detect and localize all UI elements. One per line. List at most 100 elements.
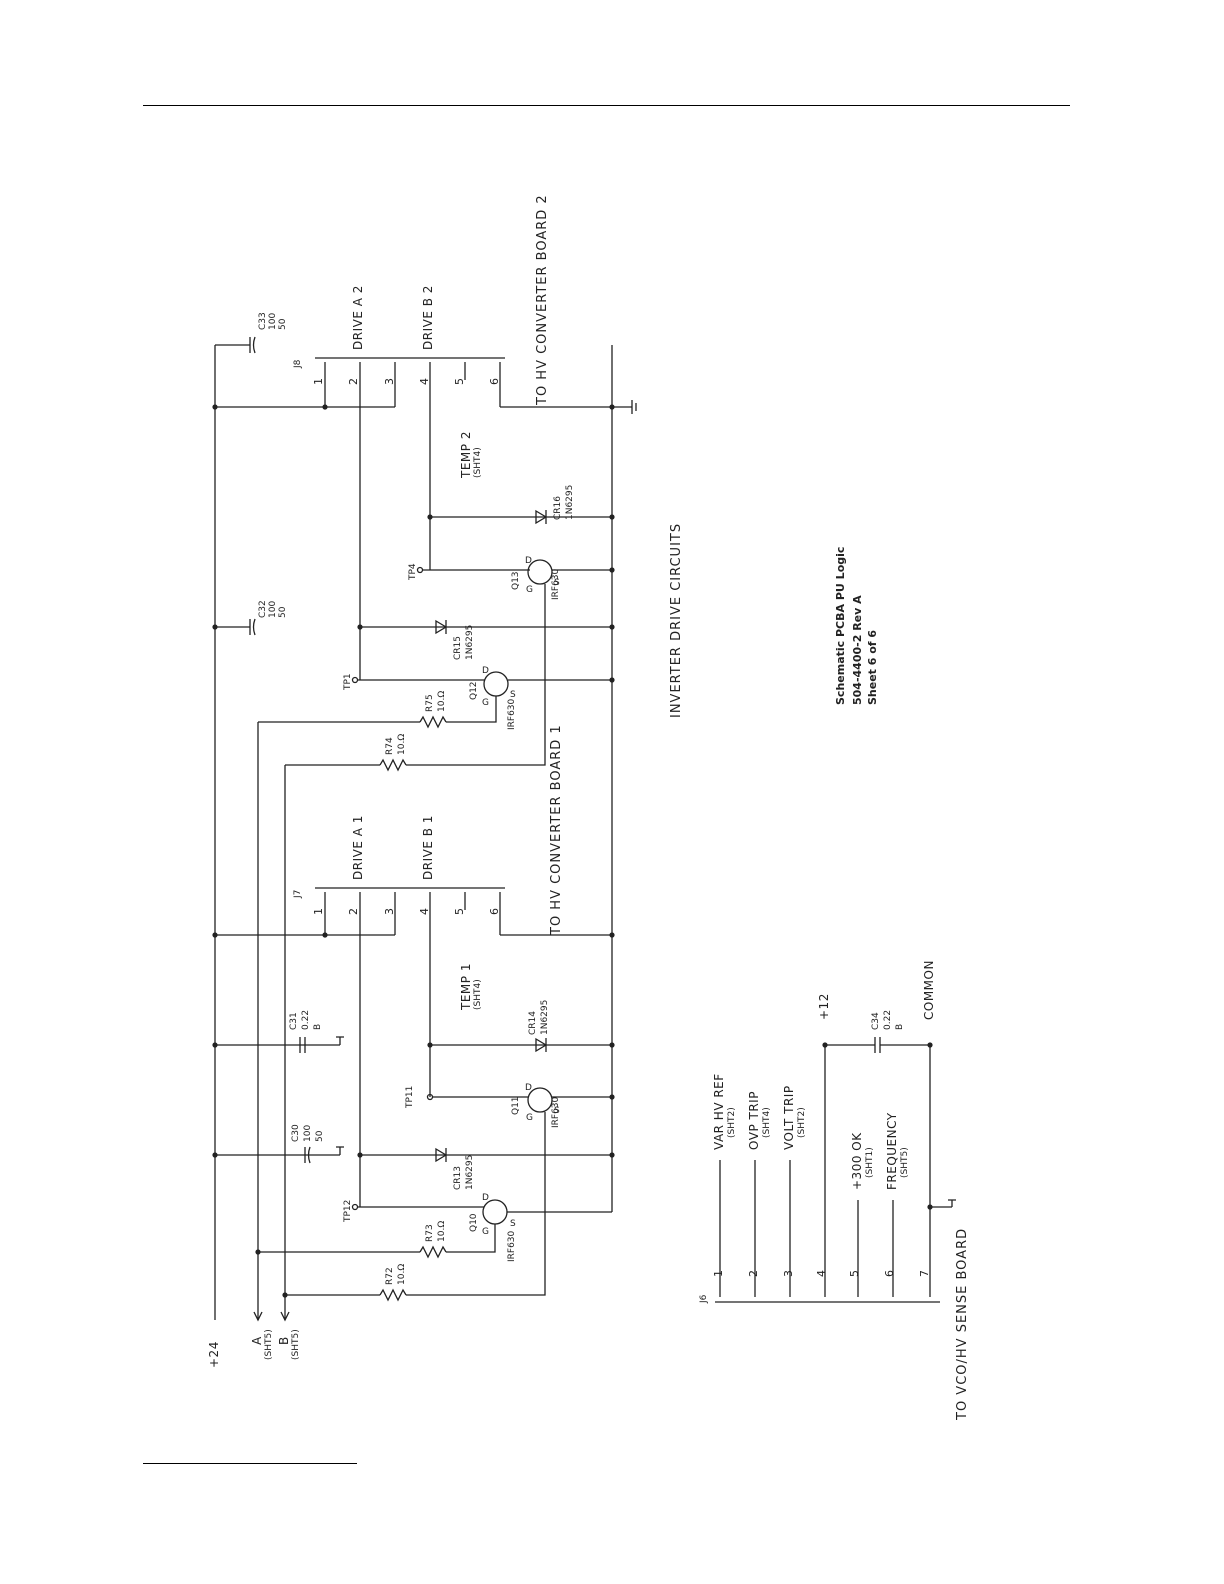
title-sheet: Sheet 6 of 6 [866,630,879,705]
cr14-part: 1N6295 [540,1000,550,1035]
q11-d: D [525,1083,532,1093]
c33-v2: 50 [278,318,288,330]
cr15-symbol [435,619,448,635]
q11-part: IRF630 [551,1096,561,1128]
cr15-part: 1N6295 [465,625,475,660]
q12-ref: Q12 [469,681,479,700]
footer-rule [143,1463,357,1464]
q13-s: S [554,578,560,588]
q12-part: IRF630 [507,698,517,730]
j8-drive-a-label: DRIVE A 2 [351,285,365,350]
j8-pin-2: 2 [347,378,360,385]
header-rule [143,105,1070,106]
q11-g: G [526,1113,533,1123]
ground-symbol-j6 [948,1199,956,1207]
q12-d: D [482,666,489,676]
cr13-symbol [435,1147,448,1163]
r72-symbol [379,1288,407,1302]
j6-signal-volt-trip-sheet: (SHT2) [797,1107,807,1138]
temp2-label: TEMP 2 [459,431,473,479]
j6-signal-volt-trip: VOLT TRIP [782,1085,796,1150]
j6-signal-common: COMMON [922,960,936,1020]
title-doc-number: 504-4400-2 Rev A [851,595,864,705]
q13-g: G [526,585,533,595]
r72-ref: R72 [385,1267,395,1285]
c32-ref: C32 [258,600,268,618]
j7-pin-5: 5 [453,908,466,915]
tp11-label: TP11 [405,1086,415,1109]
cr14-ref: CR14 [528,1011,538,1035]
j6-pin-6: 6 [883,1270,896,1277]
cr13-part: 1N6295 [465,1155,475,1190]
r74-net-right [406,584,546,766]
j6-pin-7: 7 [918,1270,931,1277]
j6-signal-var-hv-ref-sheet: (SHT2) [727,1107,737,1138]
j6-signal-frequency-sheet: (SHT5) [900,1147,910,1178]
j6-pin-3: 3 [782,1270,795,1277]
c33-symbol [249,336,256,354]
ground-symbol-c30 [336,1146,344,1155]
q10-part: IRF630 [507,1230,517,1262]
j6-signal-300ok-sheet: (SHT1) [865,1147,875,1178]
c31-ref: C31 [289,1012,299,1030]
tp4-marker [416,566,424,574]
q12-s: S [510,690,516,700]
ground-symbol-c31 [336,1036,344,1045]
j8-pin-labels: 1 2 3 4 5 6 [312,378,501,385]
j7-drive-a-label: DRIVE A 1 [351,815,365,880]
j6-signal-ovp-trip-sheet: (SHT4) [762,1107,772,1138]
input-b: B [277,1336,291,1345]
c34-v2: B [895,1024,905,1030]
j6-pin-4: 4 [815,1270,828,1277]
tp4-label: TP4 [408,563,418,581]
q13-ref: Q13 [511,571,521,590]
r74-ref: R74 [385,737,395,755]
j7-pin-3: 3 [383,908,396,915]
q12-g: G [482,698,489,708]
j8-ref: J8 [293,359,303,369]
r75-ref: R75 [425,694,435,712]
j7-drive-b-label: DRIVE B 1 [421,815,435,880]
c32-v2: 50 [278,606,288,618]
tp1-marker [351,676,359,684]
j8-pin-5: 5 [453,378,466,385]
c30-v2: 50 [315,1130,325,1142]
c34-symbol [874,1037,881,1053]
cr16-part: 1N6295 [565,485,575,520]
r75-symbol [419,715,447,729]
q10-s: S [510,1219,516,1229]
c30-v1: 100 [303,1125,313,1142]
j6-pin-labels: 1 2 3 4 5 6 7 [712,1270,931,1277]
j8-pin-6: 6 [488,378,501,385]
r73-ref: R73 [425,1224,435,1242]
j6-signal-ovp-trip: OVP TRIP [747,1091,761,1150]
c31-v2: B [313,1024,323,1030]
j6-signal-300ok: +300 OK [850,1132,864,1190]
c33-v1: 100 [268,313,278,330]
r73-value: 10.Ω [437,1221,447,1242]
q10-symbol [482,1199,508,1225]
j8-drive-b-label: DRIVE B 2 [421,285,435,350]
q10-g: G [482,1227,489,1237]
input-b-ref: (SHT5) [291,1329,301,1360]
j6-pin-1: 1 [712,1270,725,1277]
j7-pin-2: 2 [347,908,360,915]
q10-d: D [482,1193,489,1203]
c34-ref: C34 [871,1012,881,1030]
c30-ref: C30 [291,1124,301,1142]
tp12-label: TP12 [343,1200,353,1223]
r72-value: 10.Ω [397,1264,407,1285]
j7-pin-1: 1 [312,908,325,915]
j6-signal-frequency: FREQUENCY [885,1112,899,1190]
title-main: Schematic PCBA PU Logic [834,547,847,705]
c30-symbol [304,1146,311,1164]
q13-d: D [525,556,532,566]
q11-s: S [554,1106,560,1116]
j7-pin-labels: 1 2 3 4 5 6 [312,908,501,915]
j6-ref: J6 [699,1294,709,1304]
q11-ref: Q11 [511,1096,521,1115]
ground-symbol-j8 [612,400,637,414]
tp11-marker [426,1093,434,1101]
temp1-label: TEMP 1 [459,963,473,1011]
